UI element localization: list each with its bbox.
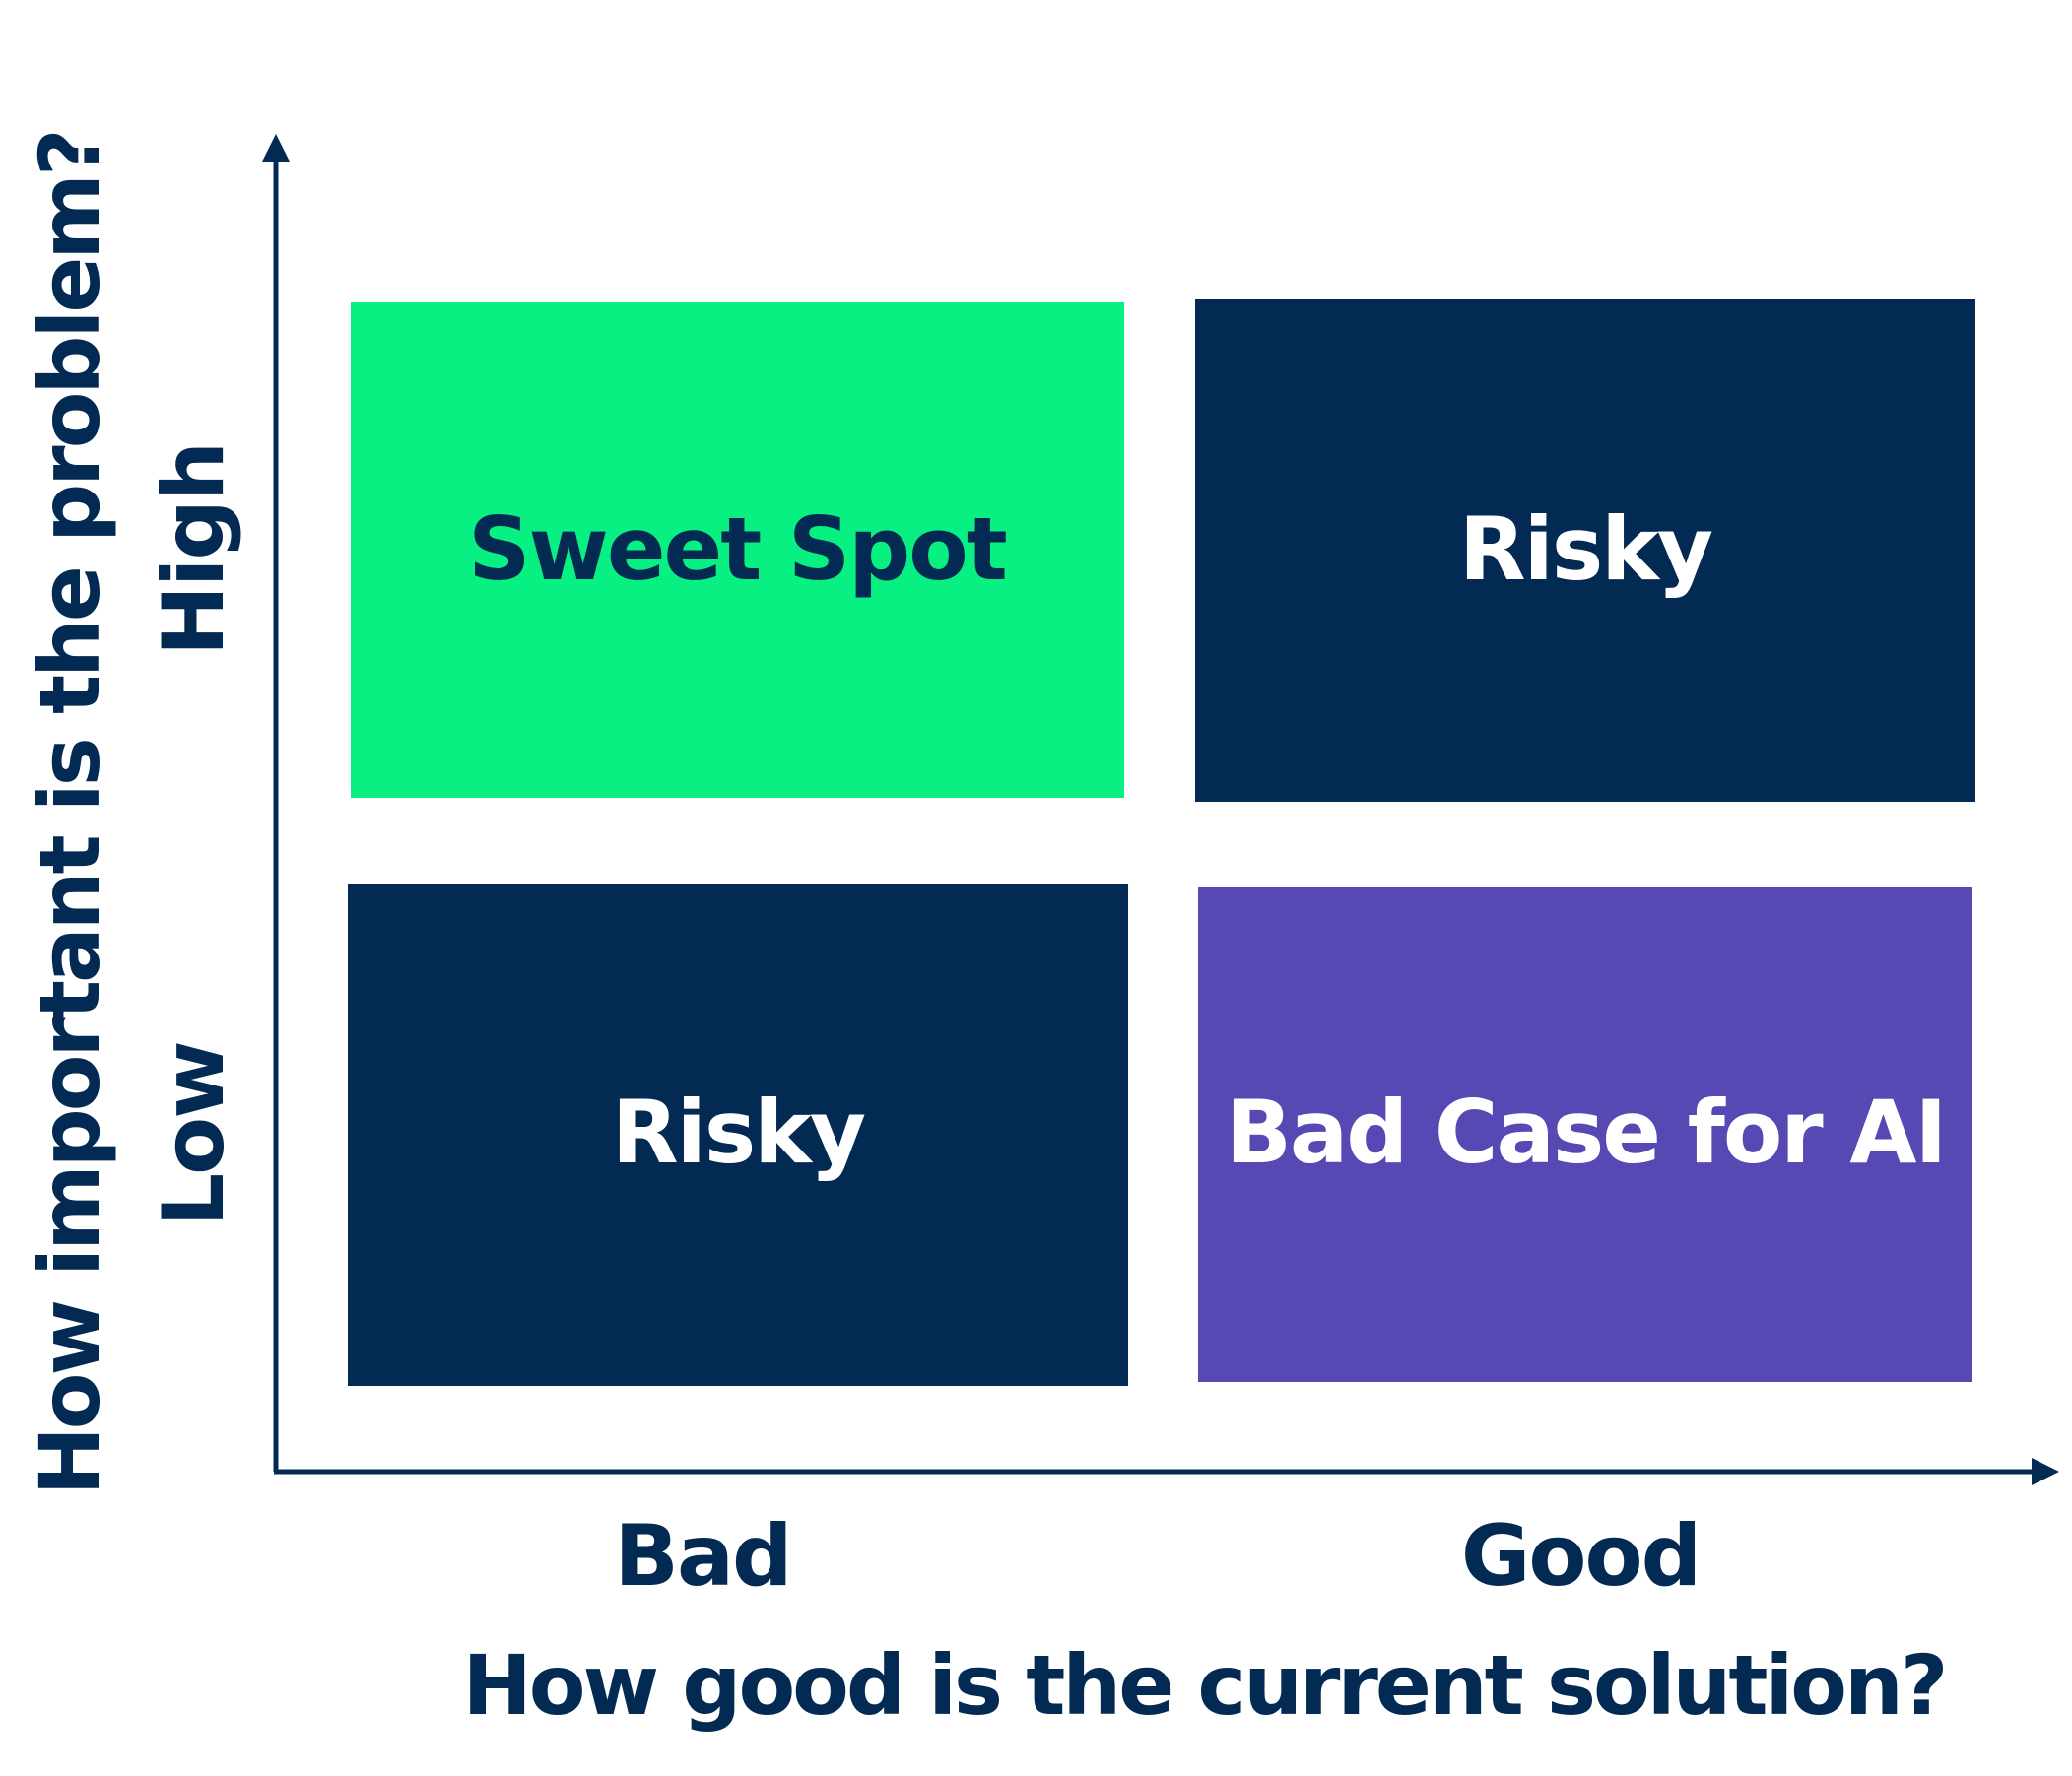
quadrant-risky-top [1195, 299, 1975, 802]
y-axis-low-label: Low [145, 1042, 243, 1226]
x-axis-arrow-icon [2032, 1458, 2059, 1485]
x-axis-title: How good is the current solution? [462, 1637, 1945, 1734]
quadrant-label-bad-case: Bad Case for AI [1226, 1082, 1945, 1183]
x-axis-high-label: Good [1461, 1507, 1700, 1606]
x-axis-low-label: Bad [614, 1507, 790, 1606]
quadrant-label-sweet-spot: Sweet Spot [468, 498, 1007, 600]
quadrant-label-risky-bottom: Risky [612, 1082, 865, 1183]
y-axis-arrow-icon [262, 134, 290, 162]
quadrant-sweet-spot [351, 302, 1124, 798]
y-axis-high-label: High [145, 443, 243, 656]
quadrant-risky-bottom [348, 884, 1128, 1386]
quadrant-bad-case [1198, 887, 1972, 1382]
quadrant-label-risky-top: Risky [1459, 498, 1712, 600]
y-axis-title: How important is the problem? [22, 131, 118, 1495]
